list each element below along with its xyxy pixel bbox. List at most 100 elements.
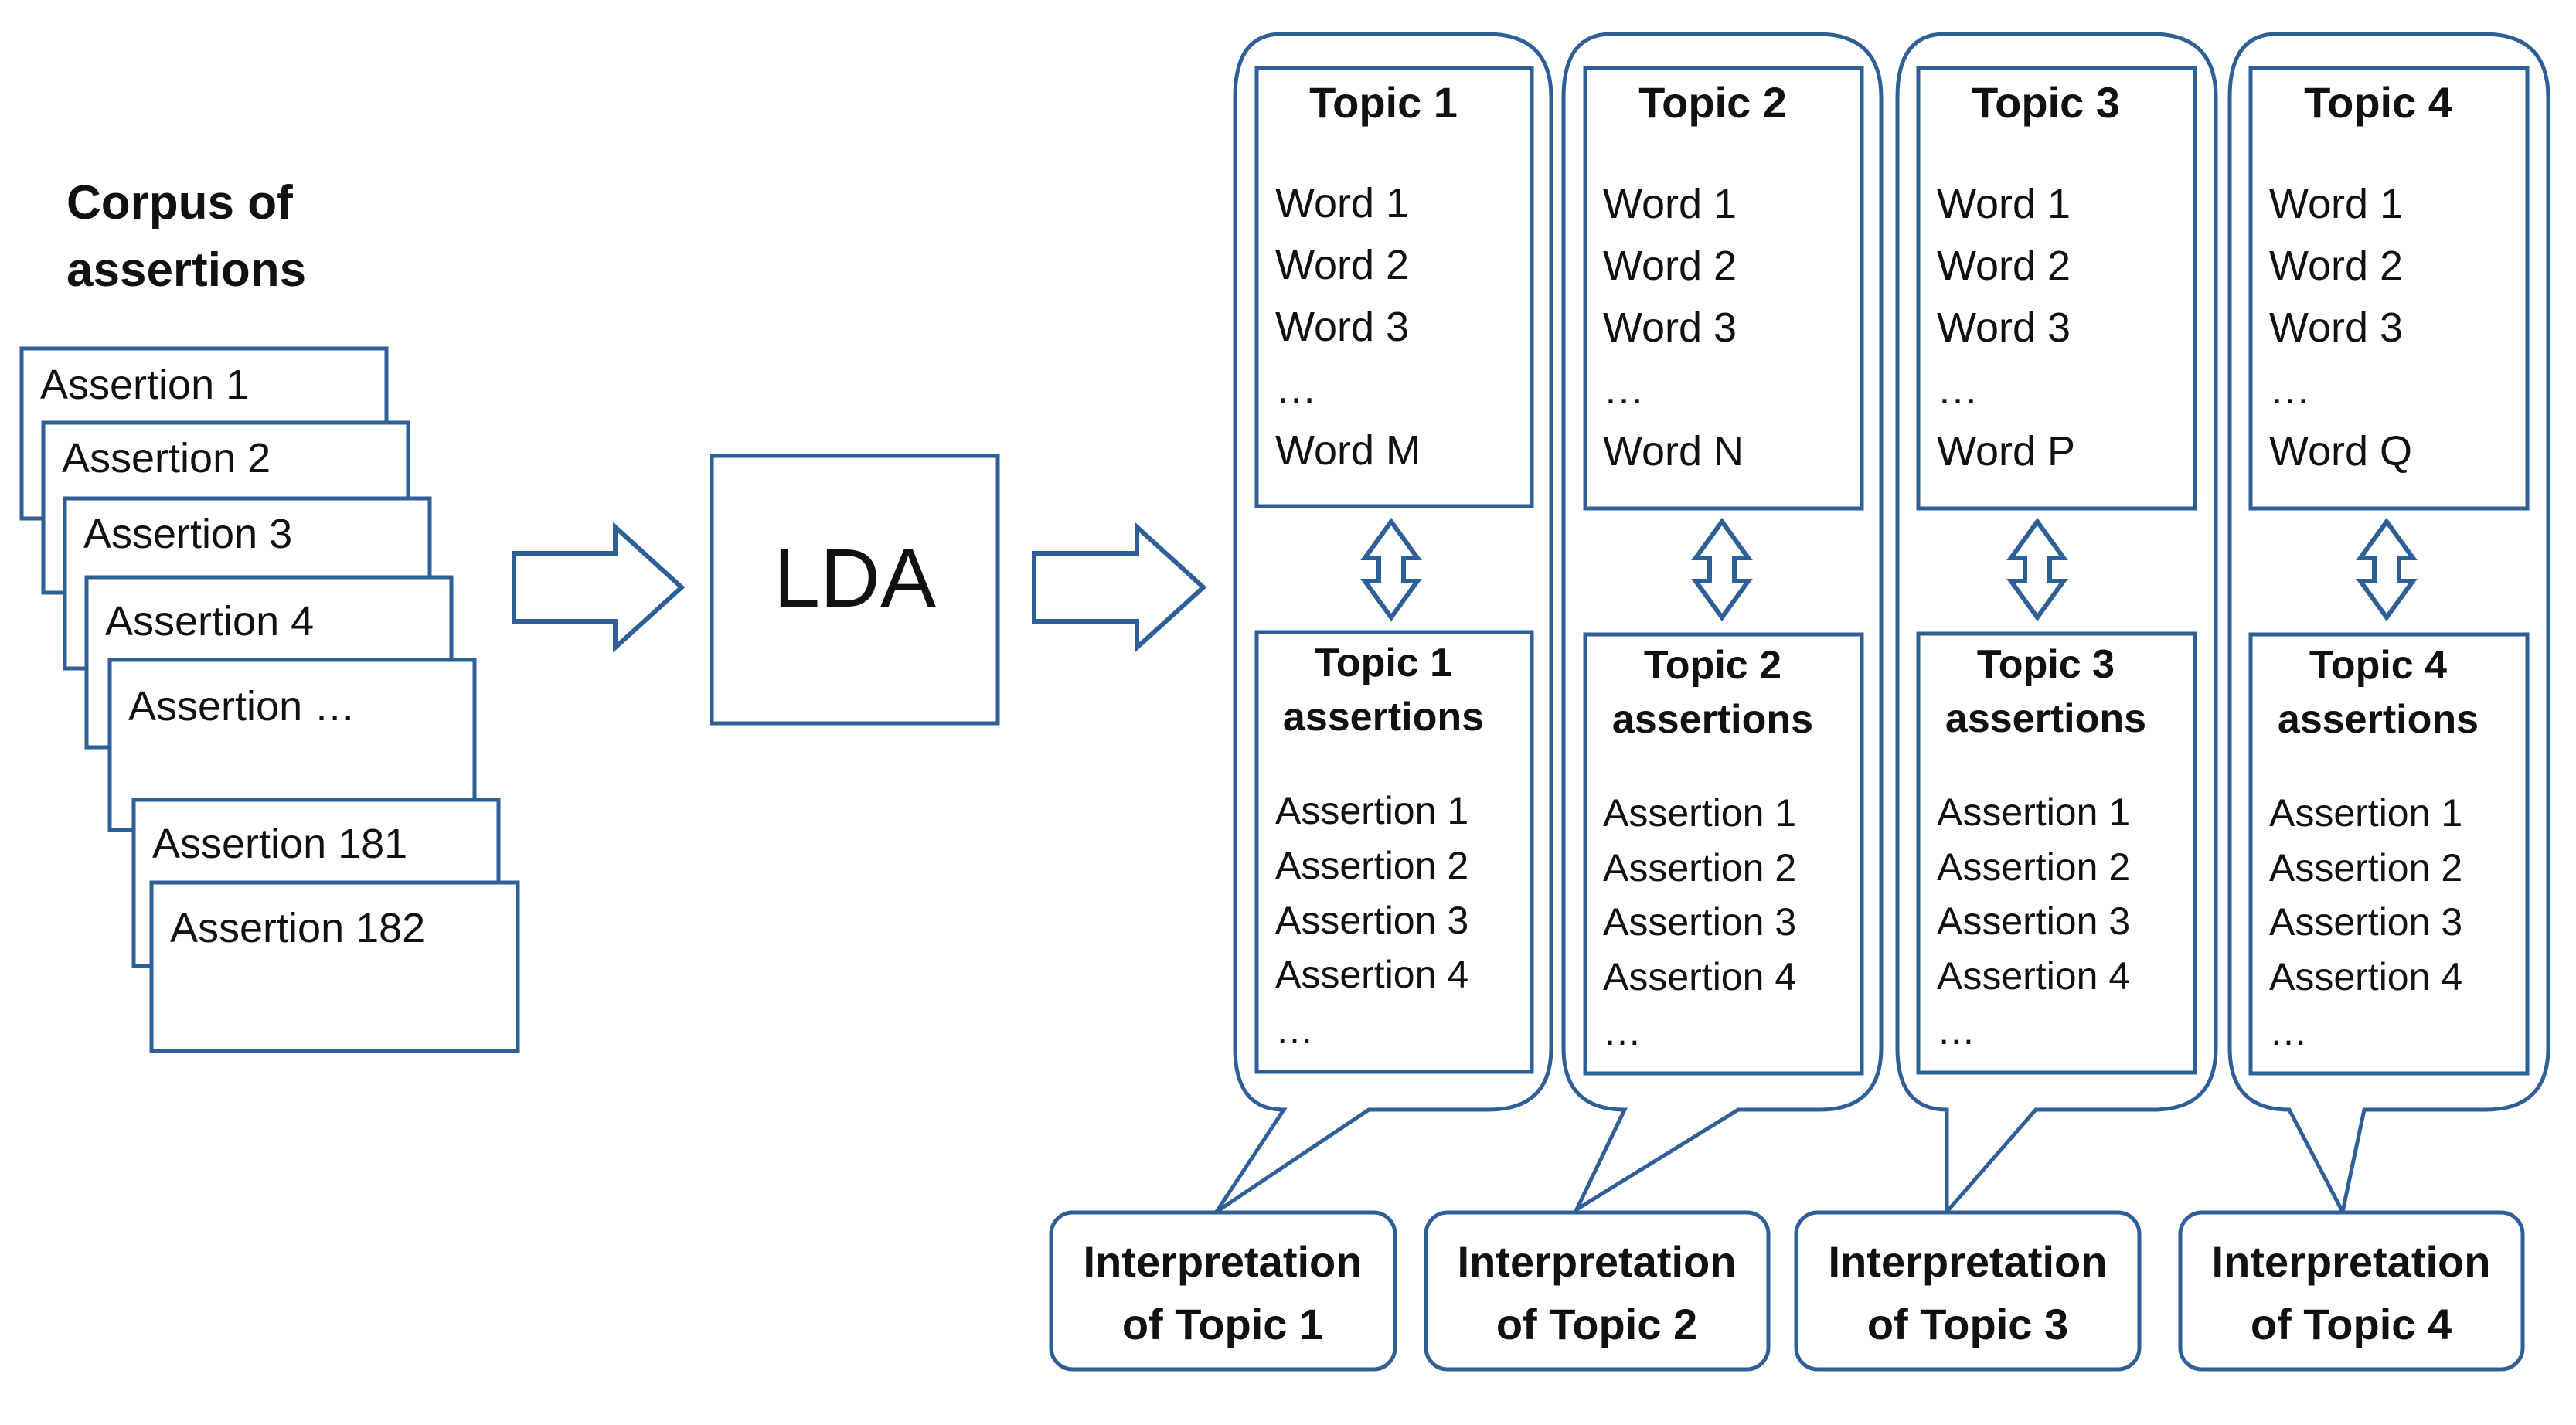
topic-word: Word 3	[1937, 304, 2071, 351]
topic-assertion-item: Assertion 1	[1937, 791, 2130, 834]
topic-assertion-item: …	[1275, 1008, 1314, 1052]
interpretation-line-1: Interpretation	[1084, 1237, 1363, 1286]
topic-word: Word P	[1937, 428, 2075, 474]
topic-assertion-box	[1916, 631, 2197, 1075]
interpretation-line-2: of Topic 4	[2251, 1300, 2452, 1348]
topic-assertion-item: Assertion 4	[2269, 955, 2462, 998]
interpretation-box: Interpretation of Topic 3	[1794, 1210, 2142, 1372]
topic-assertion-item: Assertion 4	[1937, 954, 2130, 998]
topic-word: …	[1937, 366, 1979, 413]
lda-label: LDA	[774, 531, 936, 624]
topic-title: Topic 1	[1309, 78, 1458, 127]
topic-assertion-title: assertions	[1945, 696, 2146, 741]
topic-assertion-item: Assertion 3	[1275, 899, 1468, 942]
topic-assertion-title: assertions	[1612, 697, 1813, 742]
corpus-title: Corpus of assertions	[66, 176, 306, 297]
topic-column: Topic 2 Word 1 Word 2 Word 3 … Word N To…	[1561, 32, 1884, 1215]
topic-word: Word 1	[2269, 181, 2403, 227]
corpus-card-label: Assertion 2	[62, 435, 271, 481]
topic-word: Word 3	[1603, 304, 1737, 351]
topic-column: Topic 1 Word 1 Word 2 Word 3 … Word M To…	[1214, 32, 1553, 1214]
topic-assertion-title: assertions	[2278, 697, 2479, 742]
topic-word-box	[1916, 66, 2197, 511]
topic-assertion-item: Assertion 2	[1603, 846, 1796, 889]
topic-title: Topic 3	[1972, 78, 2120, 127]
topic-word: Word 3	[1275, 304, 1409, 350]
topic-column: Topic 4 Word 1 Word 2 Word 3 … Word Q To…	[2227, 32, 2550, 1218]
up-down-arrow-icon	[2006, 517, 2068, 622]
topic-title: Topic 4	[2304, 78, 2452, 127]
interpretation-line-1: Interpretation	[1829, 1237, 2108, 1286]
topic-word: Word 2	[2269, 243, 2403, 289]
topic-word-box	[1583, 66, 1864, 511]
corpus-card-frame	[149, 880, 520, 1053]
corpus-card-label: Assertion 181	[152, 821, 407, 867]
arrow-right-icon	[512, 522, 686, 653]
topic-word-box	[1254, 66, 1534, 508]
topic-assertion-title: Topic 3	[1977, 642, 2115, 687]
lda-box-frame	[710, 454, 1000, 726]
corpus-card-label: Assertion …	[128, 683, 356, 730]
corpus-card-label: Assertion 3	[83, 511, 292, 557]
interpretation-box: Interpretation of Topic 2	[1424, 1210, 1771, 1372]
interpretation-line-1: Interpretation	[2212, 1237, 2491, 1286]
topic-assertion-item: Assertion 3	[1603, 900, 1796, 944]
topic-assertion-item: Assertion 3	[2269, 900, 2462, 944]
interpretation-line-1: Interpretation	[1458, 1237, 1737, 1286]
topic-assertion-title: assertions	[1283, 695, 1484, 740]
topic-assertion-item: …	[1937, 1009, 1975, 1053]
topic-assertion-box	[2248, 632, 2530, 1076]
topic-assertion-box	[1254, 630, 1534, 1074]
topic-assertion-item: Assertion 1	[1603, 791, 1796, 835]
interpretation-box: Interpretation of Topic 1	[1049, 1210, 1397, 1372]
corpus-stack: Assertion 1 Assertion 2 Assertion 3 Asse…	[19, 346, 520, 1053]
topic-assertion-item: Assertion 4	[1603, 955, 1796, 998]
corpus-card-label: Assertion 4	[105, 598, 314, 644]
topic-assertion-item: Assertion 2	[1275, 844, 1468, 887]
interpretation-box: Interpretation of Topic 4	[2178, 1210, 2525, 1372]
lda-box: LDA	[710, 454, 1000, 726]
topic-assertion-item: …	[2269, 1010, 2308, 1053]
topic-word-box	[2248, 66, 2530, 511]
corpus-card-label: Assertion 1	[40, 362, 249, 408]
topic-word: Word M	[1275, 427, 1421, 474]
interpretation-box-frame	[1049, 1210, 1397, 1372]
corpus-card-label: Assertion 182	[170, 905, 425, 951]
topic-assertion-title: Topic 4	[2309, 643, 2447, 688]
topic-assertion-item: …	[1603, 1010, 1642, 1053]
interpretation-line-2: of Topic 1	[1122, 1300, 1323, 1348]
topic-assertion-item: Assertion 3	[1937, 900, 2130, 943]
topic-word: Word 1	[1937, 181, 2071, 227]
topic-word: …	[1275, 366, 1317, 412]
topic-word: Word 2	[1603, 243, 1737, 289]
topic-assertion-title: Topic 1	[1315, 641, 1452, 685]
topic-word: Word 1	[1603, 181, 1737, 227]
interpretation-box-frame	[1794, 1210, 2142, 1372]
topic-word: Word 2	[1275, 242, 1409, 288]
topic-word: …	[1603, 366, 1645, 413]
up-down-arrow-icon	[1691, 517, 1753, 622]
topic-word: Word N	[1603, 428, 1744, 474]
topic-assertion-item: Assertion 1	[2269, 791, 2462, 835]
topic-assertion-item: Assertion 2	[1937, 845, 2130, 889]
interpretation-box-frame	[1424, 1210, 1771, 1372]
topic-assertion-box	[1583, 632, 1864, 1076]
up-down-arrow-icon	[1360, 517, 1422, 622]
topic-assertion-title: Topic 2	[1644, 643, 1781, 688]
topic-title: Topic 2	[1638, 78, 1787, 127]
corpus-title-line-1: Corpus of	[66, 176, 293, 230]
topic-assertion-item: Assertion 4	[1275, 953, 1468, 996]
up-down-arrow-icon	[2356, 517, 2418, 622]
interpretation-line-2: of Topic 2	[1496, 1300, 1697, 1348]
topic-word: Word 3	[2269, 304, 2403, 351]
topic-word: Word 1	[1275, 180, 1409, 226]
topic-assertion-item: Assertion 2	[2269, 846, 2462, 889]
topic-assertion-item: Assertion 1	[1275, 789, 1468, 832]
topic-column: Topic 3 Word 1 Word 2 Word 3 … Word P To…	[1895, 32, 2218, 1217]
interpretation-line-2: of Topic 3	[1867, 1300, 2068, 1348]
topic-word: Word Q	[2269, 428, 2412, 474]
interpretation-box-frame	[2178, 1210, 2525, 1372]
topic-word: Word 2	[1937, 243, 2071, 289]
corpus-card: Assertion 182	[149, 880, 520, 1053]
